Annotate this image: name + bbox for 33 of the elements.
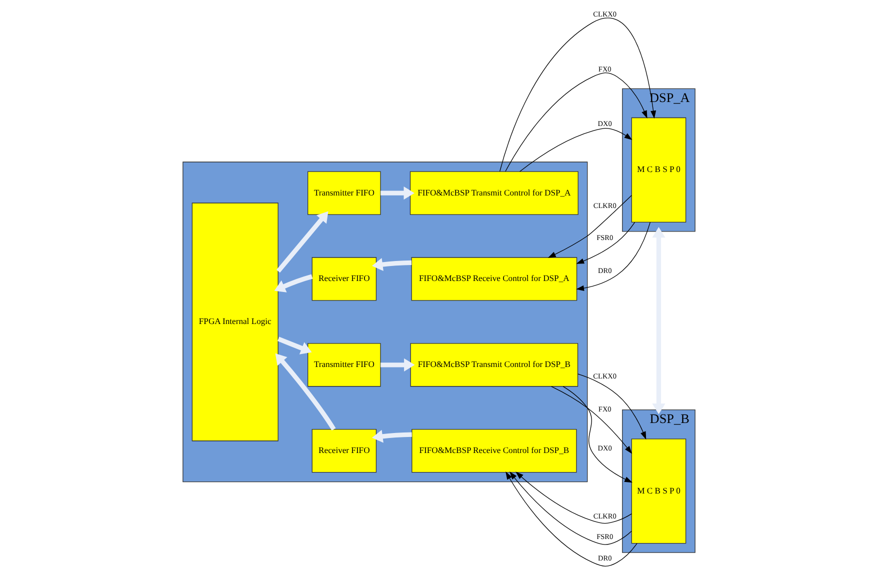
node-box: M C B S P 0 — [630, 117, 686, 222]
node-box: Receiver FIFO — [311, 257, 376, 301]
arrow — [550, 386, 632, 454]
arrow — [371, 258, 412, 271]
node-box: Receiver FIFO — [311, 428, 376, 473]
node-box: Transmitter FIFO — [307, 171, 380, 215]
arrow — [576, 222, 650, 291]
arrow — [547, 195, 632, 258]
node-box: FIFO&McBSP Transmit Control for DSP_A — [409, 171, 578, 215]
arrow — [652, 226, 665, 414]
arrow — [276, 211, 328, 273]
arrow — [504, 72, 647, 172]
arrow — [274, 353, 336, 431]
node-box: M C B S P 0 — [630, 438, 686, 544]
node-box: FIFO&McBSP Receive Control for DSP_A — [410, 257, 577, 301]
arrow — [274, 274, 312, 292]
arrow — [380, 186, 414, 200]
arrow — [277, 336, 312, 354]
arrow — [371, 430, 412, 443]
arrow — [519, 128, 632, 172]
node-box: FIFO&McBSP Transmit Control for DSP_B — [410, 343, 578, 387]
arrow — [562, 386, 632, 483]
node-box: FPGA Internal Logic — [191, 202, 278, 442]
arrow — [380, 358, 414, 372]
arrow — [509, 472, 632, 545]
arrow — [505, 472, 637, 567]
arrow — [576, 222, 635, 264]
node-box: FIFO&McBSP Receive Control for DSP_B — [411, 428, 576, 473]
node-box: Transmitter FIFO — [307, 343, 380, 387]
arrow — [515, 472, 632, 524]
arrow — [576, 374, 646, 440]
cluster — [182, 162, 588, 482]
arrow — [498, 18, 656, 172]
